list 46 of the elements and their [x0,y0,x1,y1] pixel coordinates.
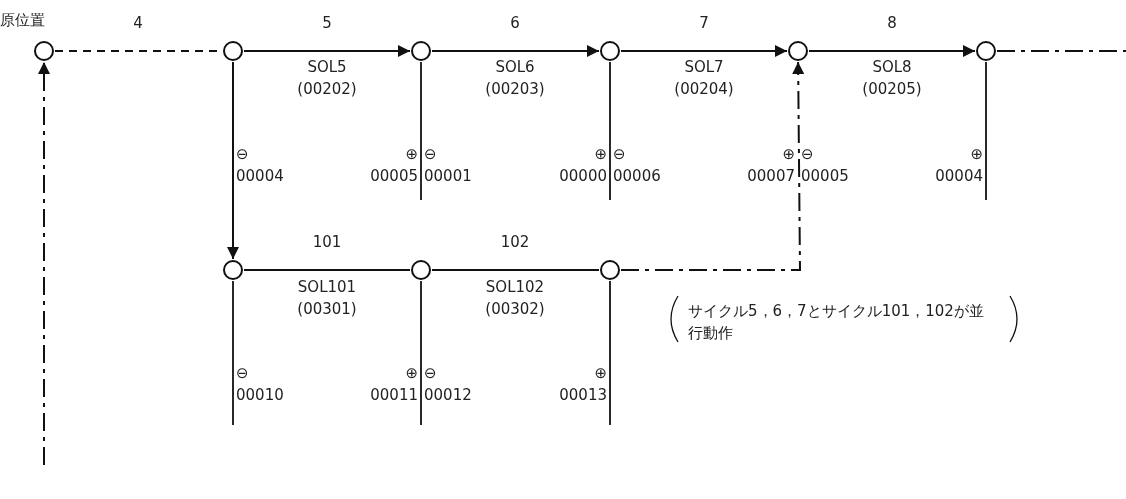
signal-label: ⊖ 00001 [424,144,473,187]
connector-line [431,269,600,271]
step-number: 101 [311,232,343,253]
arrow [808,45,976,57]
signal-label: ⊕ 00011 [369,363,418,406]
signal-label: ⊖ 00004 [236,144,285,187]
solenoid-label: SOL8 (00205) [861,57,923,100]
step-circle [411,41,431,61]
arrow [431,45,600,57]
step-circle [788,41,808,61]
solenoid-label: SOL102 (00302) [484,277,546,320]
step-circle [411,260,431,280]
arrow [620,45,788,57]
arrow [227,61,239,260]
signal-label: ⊖ 00012 [424,363,473,406]
step-number: 4 [132,13,144,34]
arrow [38,61,50,466]
arrow [243,45,411,57]
signal-label: ⊕ 00000 [558,144,607,187]
step-circle [976,41,996,61]
solenoid-label: SOL5 (00202) [296,57,358,100]
note-text: サイクル5，6，7とサイクル101，102が並行動作 [688,301,985,344]
signal-label: ⊕ 00007 [746,144,795,187]
step-circle [34,41,54,61]
signal-label: ⊕ 00013 [558,363,607,406]
signal-label: ⊕ 00005 [369,144,418,187]
step-circle [600,41,620,61]
position-label: 原位置 [0,10,45,31]
solenoid-label: SOL101 (00301) [296,277,358,320]
step-circle [223,260,243,280]
connector-line [996,50,1126,52]
step-number: 8 [886,13,898,34]
step-number: 5 [321,13,333,34]
step-circle [600,260,620,280]
connector-line [243,269,411,271]
signal-label: ⊖ 00010 [236,363,285,406]
solenoid-label: SOL7 (00204) [673,57,735,100]
step-number: 102 [499,232,531,253]
signal-label: ⊖ 00006 [613,144,662,187]
signal-label: ⊕ 00004 [934,144,983,187]
solenoid-label: SOL6 (00203) [484,57,546,100]
step-number: 6 [509,13,521,34]
step-number: 7 [698,13,710,34]
arrow [620,61,805,271]
step-circle [223,41,243,61]
signal-label: ⊖ 00005 [801,144,850,187]
